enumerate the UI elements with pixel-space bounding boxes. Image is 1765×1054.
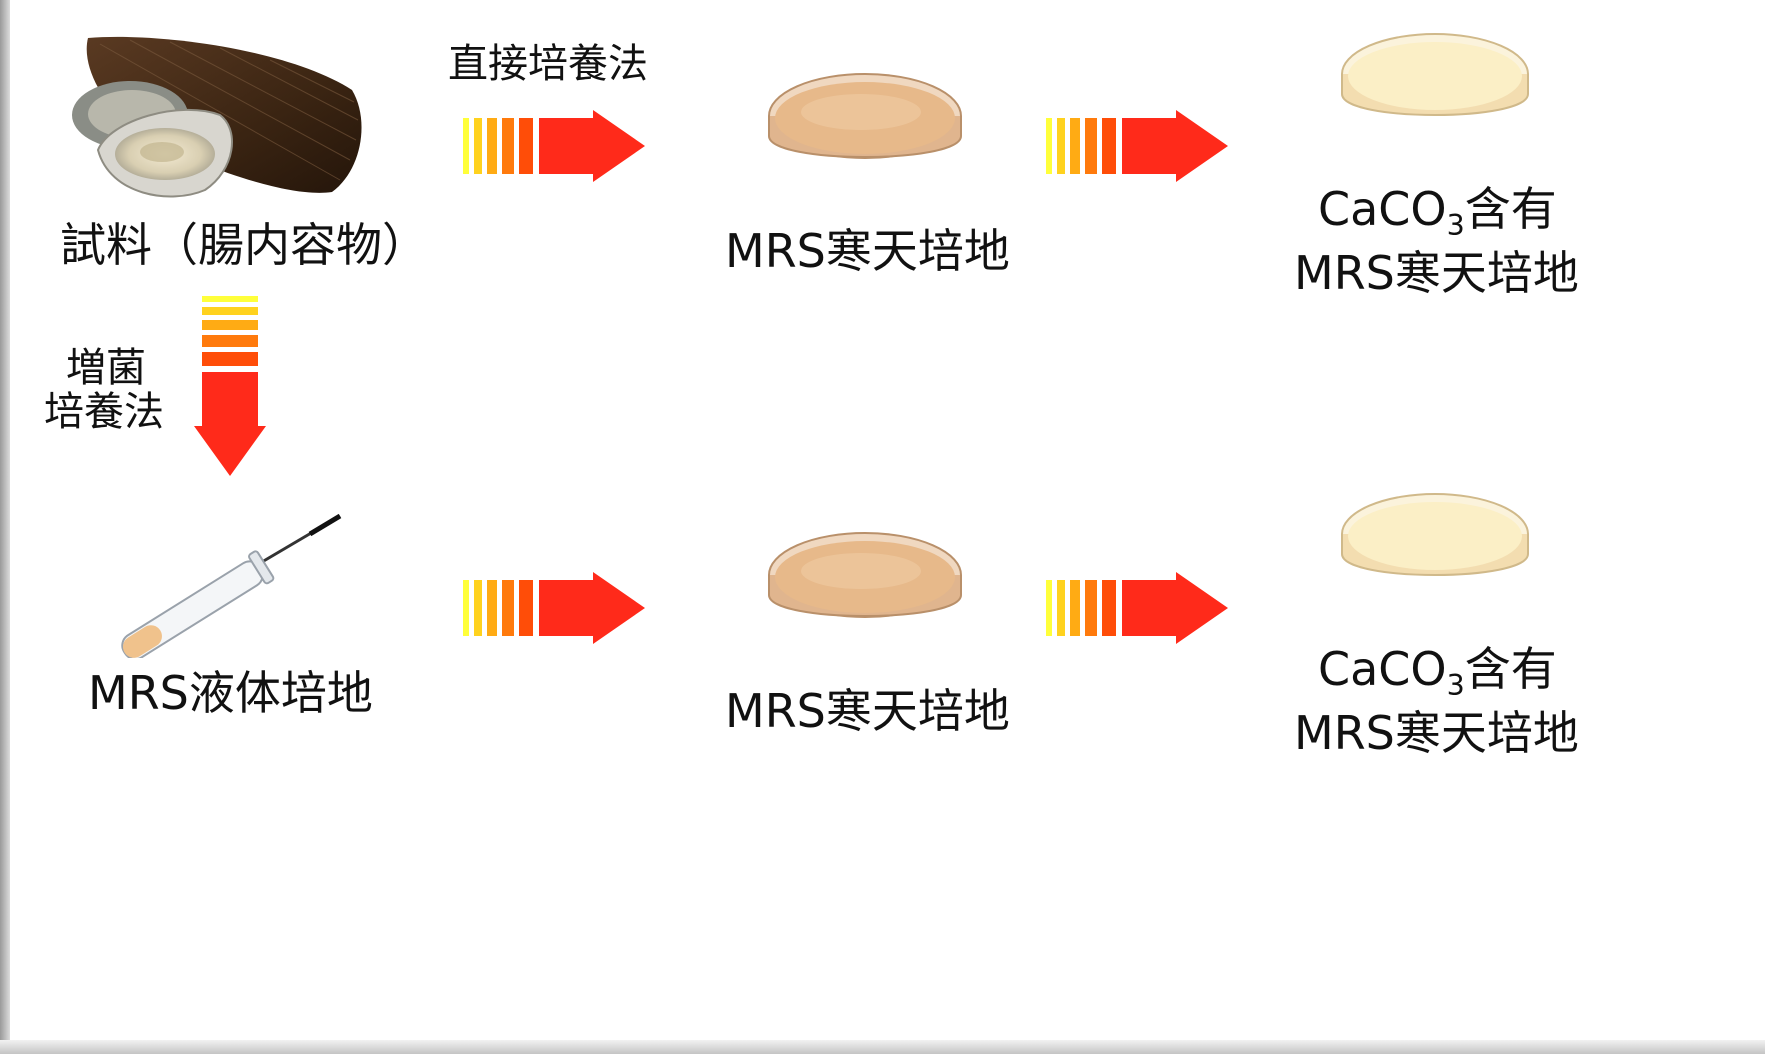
shellfish-sample-illustration	[72, 36, 362, 198]
mrs-liquid-label: MRS液体培地	[88, 666, 373, 720]
enrichment-label-line1: 増菌	[66, 345, 146, 391]
mrs-agar-plate-bottom	[768, 532, 962, 618]
caco3-top-label-line2: MRS寒天培地	[1294, 246, 1579, 300]
caco3-top-suffix: 含有	[1464, 182, 1557, 236]
caco3-top-label-line1: CaCO3含有	[1318, 186, 1557, 240]
caco3-bottom-subscript: 3	[1446, 668, 1465, 702]
arrow-right-icon-top-2	[1046, 110, 1228, 182]
caco3-bottom-suffix: 含有	[1464, 642, 1557, 696]
sample-label: 試料（腸内容物）	[60, 218, 428, 272]
frame-left-border	[0, 0, 10, 1054]
mrs-agar-bottom-label: MRS寒天培地	[725, 684, 1010, 738]
caco3-agar-plate-bottom	[1341, 493, 1529, 576]
arrow-right-icon-bottom-2	[1046, 572, 1228, 644]
caco3-bottom-label-line1: CaCO3含有	[1318, 646, 1557, 700]
mrs-agar-top-label: MRS寒天培地	[725, 224, 1010, 278]
arrow-right-icon-bottom-1	[463, 572, 645, 644]
mrs-liquid-test-tube	[121, 513, 342, 658]
direct-method-label: 直接培養法	[448, 41, 648, 87]
arrow-down-icon	[194, 296, 266, 476]
caco3-top-prefix: CaCO	[1318, 182, 1447, 236]
caco3-agar-plate-top	[1341, 33, 1529, 116]
caco3-bottom-prefix: CaCO	[1318, 642, 1447, 696]
frame-bottom-border	[0, 1040, 1765, 1054]
caco3-bottom-label-line2: MRS寒天培地	[1294, 706, 1579, 760]
enrichment-label-line2: 培養法	[44, 389, 164, 435]
caco3-top-subscript: 3	[1446, 208, 1465, 242]
mrs-agar-plate-top	[768, 73, 962, 159]
arrow-right-icon-top-1	[463, 110, 645, 182]
